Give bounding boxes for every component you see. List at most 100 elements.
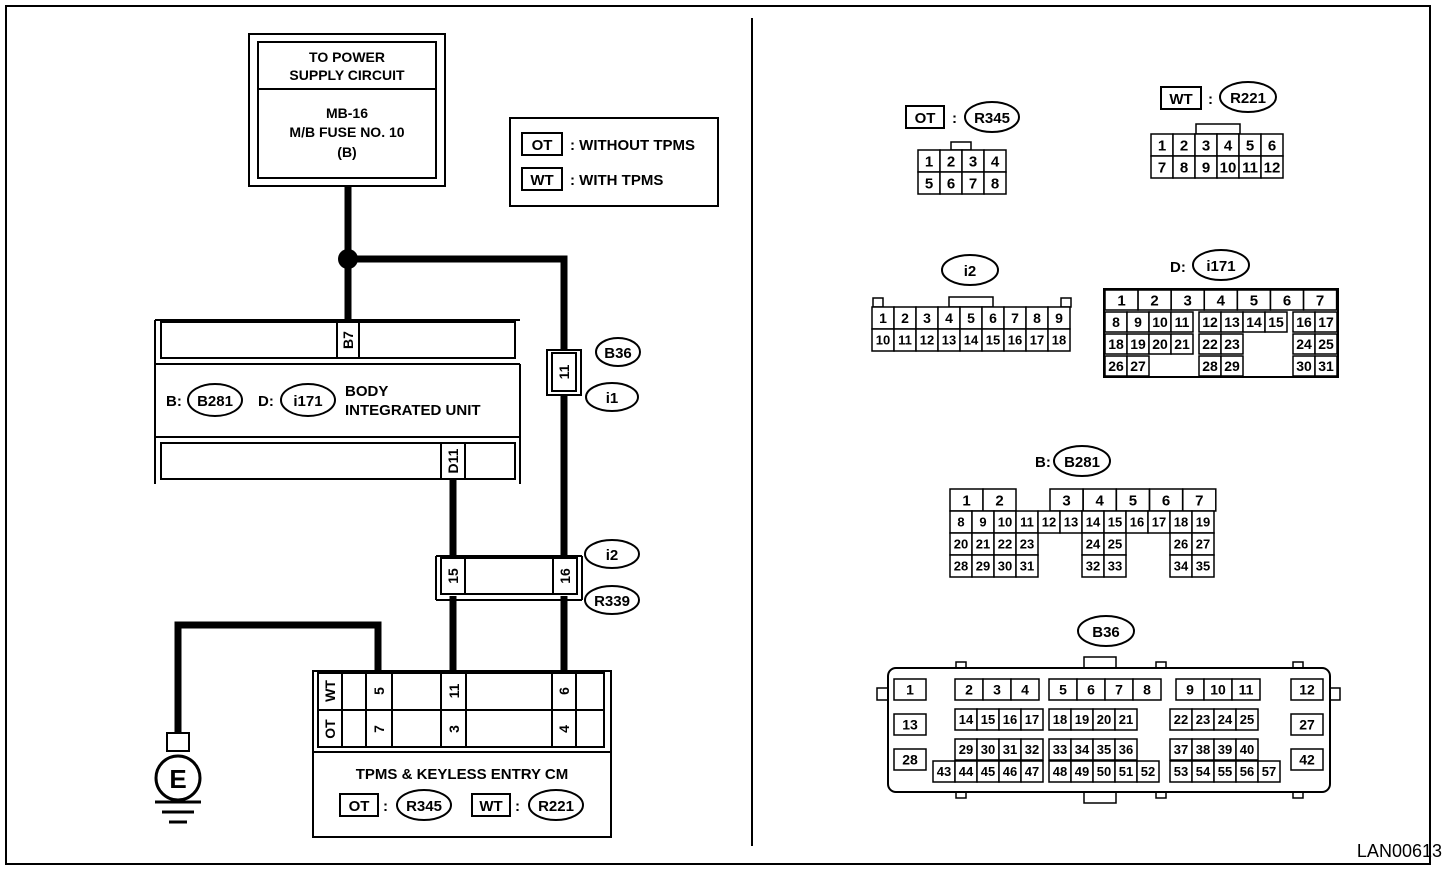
b36-pin-number: 44: [959, 764, 974, 779]
b281-pin-number: 35: [1196, 559, 1210, 574]
b36-pin-number: 4: [1021, 682, 1029, 698]
b36-pin-number: 15: [981, 712, 995, 727]
r221-pin-number: 10: [1220, 159, 1237, 176]
i171-pin-number: 18: [1108, 336, 1124, 352]
b36-pin-number: 47: [1025, 764, 1039, 779]
legend-ot-text: : WITHOUT TPMS: [570, 137, 695, 154]
fuse-label-2: M/B FUSE NO. 10: [289, 124, 404, 140]
b281-pin-number: 13: [1064, 515, 1078, 530]
i2-pin-number: 8: [1033, 310, 1041, 326]
tpms-ot-pin: 7: [371, 725, 387, 733]
b281-pin-number: 15: [1108, 515, 1122, 530]
i171-pin-number: 5: [1250, 292, 1258, 309]
legend-wt-text: : WITH TPMS: [570, 172, 663, 189]
r221-name: R221: [1230, 90, 1266, 107]
r345-pin-number: 5: [925, 175, 933, 192]
r345-pin-number: 6: [947, 175, 955, 192]
biu-d-connector: i171: [293, 393, 322, 410]
i2-pin-cell: [1047, 328, 1071, 352]
b36-pin-number: 29: [959, 742, 973, 757]
i171-pin-number: 10: [1152, 314, 1168, 330]
tpms-wt-pin: 11: [446, 683, 462, 698]
b36-pin-number: 14: [959, 712, 974, 727]
i171-pin-number: 30: [1296, 358, 1312, 374]
b36-pin-number: 18: [1053, 712, 1067, 727]
i171-pin-number: 3: [1184, 292, 1192, 309]
b36-pin-number: 51: [1119, 764, 1133, 779]
i2-pin-number: 11: [898, 333, 912, 348]
b281-pin-number: 30: [998, 559, 1012, 574]
power-label-2: SUPPLY CIRCUIT: [289, 67, 405, 83]
legend-wt-code: WT: [530, 172, 553, 189]
wires: [174, 186, 568, 735]
b36-pin-number: 45: [981, 764, 995, 779]
i171-pin-number: 24: [1296, 336, 1312, 352]
b36-pin-cell: [1114, 738, 1138, 761]
i2-pin-number: 14: [964, 333, 979, 348]
biu-name-1: BODY: [345, 383, 388, 400]
b36-pin-number: 37: [1174, 742, 1188, 757]
tpms-conn-wt: R221: [538, 798, 574, 815]
b281-pin-number: 17: [1152, 515, 1166, 530]
legend-ot-code: OT: [532, 137, 553, 154]
fuse-label-3: (B): [337, 144, 356, 160]
r221-pin-number: 12: [1264, 159, 1281, 176]
r221-pin-number: 11: [1242, 159, 1258, 176]
i171-pin-number: 26: [1108, 358, 1124, 374]
i171-pin-number: 15: [1268, 314, 1284, 330]
i171-pin-number: 27: [1130, 358, 1146, 374]
b36-pin-number: 42: [1299, 752, 1315, 768]
b281-pin-number: 8: [957, 515, 964, 530]
r221-pin-number: 5: [1246, 137, 1254, 154]
b281-pin-number: 32: [1086, 559, 1100, 574]
wire-splice-dot: [338, 249, 358, 269]
b36-pin-number: 50: [1097, 764, 1111, 779]
b36-pin-number: 38: [1196, 742, 1210, 757]
junction-i2-pin-16: 16: [557, 568, 573, 584]
i171-pin-number: 7: [1316, 292, 1324, 309]
b281-pin-number: 6: [1162, 492, 1170, 509]
b36-pin-cell: [1020, 738, 1044, 761]
i171-pin-number: 16: [1296, 314, 1312, 330]
b281-pin-number: 7: [1195, 492, 1203, 509]
b281-pin-number: 4: [1096, 492, 1105, 509]
r221-pin-number: 9: [1202, 159, 1210, 176]
i171-pin-cell: [1264, 311, 1288, 333]
i2-pin-number: 6: [989, 310, 997, 326]
r345-pin-number: 4: [991, 153, 1000, 170]
b36-pin-number: 7: [1115, 682, 1123, 698]
i171-prefix: D:: [1170, 259, 1186, 276]
i171-pin-number: 8: [1112, 314, 1120, 330]
b36-pin-number: 32: [1025, 742, 1039, 757]
outer-frame: [5, 5, 1431, 865]
b36-pin-number: 54: [1196, 764, 1211, 779]
i171-pin-cell: [1220, 333, 1244, 355]
b281-prefix: B:: [1035, 454, 1051, 471]
r221-pin-number: 7: [1158, 159, 1166, 176]
tpms-row-ot: OT: [322, 719, 338, 739]
b281-pin-number: 24: [1086, 537, 1101, 552]
b36-pin-number: 56: [1240, 764, 1254, 779]
i2-pin-number: 13: [942, 333, 956, 348]
b281-pin-number: 25: [1108, 537, 1122, 552]
r345-pin-number: 8: [991, 175, 999, 192]
b36-pin-number: 17: [1025, 712, 1039, 727]
tpms-colon-ot: :: [383, 798, 388, 815]
b36-pin-number: 16: [1003, 712, 1017, 727]
i171-pin-number: 31: [1318, 358, 1334, 374]
i171-pin-number: 9: [1134, 314, 1142, 330]
tpms-keyless-entry-cm: WT OT 5 11 6 7 3 4 TPMS & KEYLESS ENTRY …: [312, 670, 612, 838]
i171-pin-cell: [1220, 355, 1244, 377]
b36-pin-number: 53: [1174, 764, 1188, 779]
junction-i2-pin-15: 15: [445, 568, 461, 584]
r221-pin-number: 6: [1268, 137, 1276, 154]
i2-pin-number: 1: [879, 310, 887, 326]
i171-pin-number: 14: [1246, 314, 1262, 330]
b36-pin-cell: [1290, 713, 1324, 736]
i171-pin-number: 19: [1130, 336, 1146, 352]
i171-pin-number: 21: [1174, 336, 1190, 352]
fuse-label-1: MB-16: [326, 105, 368, 121]
